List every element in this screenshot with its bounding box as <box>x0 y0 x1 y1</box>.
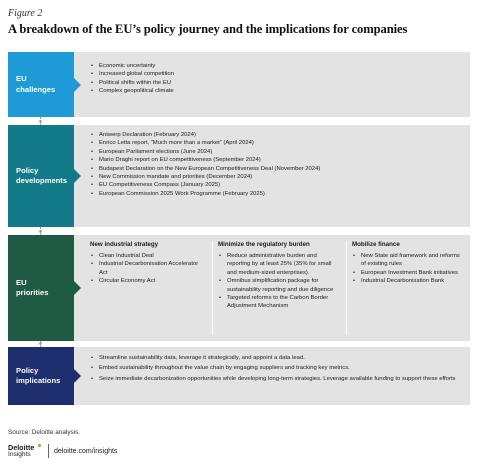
list-item: European Commission 2025 Work Programme … <box>90 190 462 199</box>
challenges-list: Economic uncertainty Increased global co… <box>90 62 462 96</box>
column-heading: Minimize the regulatory burden <box>218 241 310 248</box>
list-item: Seize immediate decarbonization opportun… <box>90 375 462 384</box>
developments-content: Antwerp Declaration (February 2024) Enri… <box>90 131 462 227</box>
implications-content: Streamline sustainability data, leverage… <box>90 354 462 405</box>
label-arrow-icon <box>74 281 81 295</box>
row-label-challenges: EU challenges <box>8 52 81 117</box>
label-line: EU <box>16 277 27 287</box>
row-label-developments: Policy developments <box>8 125 81 227</box>
arrow-down-icon: ▼ <box>37 230 44 236</box>
priority-column-industrial: New industrial strategy Clean Industrial… <box>90 241 205 335</box>
column-heading: New industrial strategy <box>90 241 159 248</box>
list-item: Targeted reforms to the Carbon Border Ad… <box>218 294 339 311</box>
list-item: Clean Industrial Deal <box>90 252 205 261</box>
figure-title: A breakdown of the EU’s policy journey a… <box>8 22 408 36</box>
flow-connector: ▼ <box>37 117 44 126</box>
label-arrow-icon <box>74 77 81 92</box>
arrow-down-icon: ▼ <box>37 120 44 126</box>
list-item: European Parliament elections (June 2024… <box>90 148 462 157</box>
list-item: Reduce administrative burden and reporti… <box>218 252 339 277</box>
label-line: EU <box>16 74 27 84</box>
list-item: Complex geopolitical climate <box>90 87 462 96</box>
list-item: Streamline sustainability data, leverage… <box>90 354 462 363</box>
site-link[interactable]: deloitte.com/insights <box>54 448 118 455</box>
list-item: Mario Draghi report on EU competitivenes… <box>90 156 462 165</box>
list-item: Enrico Letta report, “Much more than a m… <box>90 139 462 148</box>
list-item: Budapest Declaration on the New European… <box>90 165 462 174</box>
column-heading: Mobilize finance <box>352 241 400 248</box>
label-line: Policy <box>16 165 39 175</box>
brand-dot-icon <box>38 444 41 447</box>
brand-logo-text: Deloitte <box>8 443 35 452</box>
row-policy-implications: Policy implications Streamline sustainab… <box>8 347 470 405</box>
list-item: Antwerp Declaration (February 2024) <box>90 131 462 140</box>
label-line: implications <box>16 376 61 385</box>
footer-divider <box>48 444 49 458</box>
list-item: Political shifts within the EU <box>90 79 462 88</box>
footer: Deloitte Insights deloitte.com/insights <box>8 443 208 461</box>
challenges-content: Economic uncertainty Increased global co… <box>90 62 462 117</box>
label-line: challenges <box>16 84 56 94</box>
list-item: Omnibus simplification package for susta… <box>218 277 339 294</box>
list-item: EU Competitiveness Compass (January 2025… <box>90 181 462 190</box>
brand-sub-text: Insights <box>8 451 31 458</box>
flow-connector: ▼ <box>37 341 44 348</box>
column-list: Clean Industrial Deal Industrial Decarbo… <box>90 252 205 286</box>
row-label-implications: Policy implications <box>8 347 81 405</box>
list-item: Circular Economy Act <box>90 277 205 286</box>
flow-connector: ▼ <box>37 227 44 236</box>
column-divider <box>212 241 213 335</box>
list-item: Embed sustainability throughout the valu… <box>90 364 462 373</box>
list-item: Industrial Decarbonisation Accelerator A… <box>90 260 205 277</box>
priorities-content: New industrial strategy Clean Industrial… <box>90 235 462 341</box>
column-list: New State aid framework and reforms of e… <box>352 252 460 286</box>
developments-list: Antwerp Declaration (February 2024) Enri… <box>90 131 462 199</box>
list-item: New Commission mandate and priorities (D… <box>90 173 462 182</box>
figure-label: Figure 2 <box>8 8 43 19</box>
implications-list: Streamline sustainability data, leverage… <box>90 354 462 384</box>
row-eu-priorities: EU priorities New industrial strategy Cl… <box>8 235 470 341</box>
list-item: Industrial Decarbonisation Bank <box>352 277 460 286</box>
list-item: Economic uncertainty <box>90 62 462 71</box>
label-arrow-icon <box>74 369 81 383</box>
label-arrow-icon <box>74 169 81 183</box>
list-item: New State aid framework and reforms of e… <box>352 252 460 269</box>
label-line: Policy <box>16 365 39 375</box>
column-list: Reduce administrative burden and reporti… <box>218 252 339 311</box>
list-item: Increased global competition <box>90 70 462 79</box>
label-line: developments <box>16 176 68 185</box>
priority-column-regulatory: Minimize the regulatory burden Reduce ad… <box>218 241 339 335</box>
source-note: Source: Deloitte analysis. <box>8 429 81 436</box>
column-divider <box>346 241 347 335</box>
list-item: European Investment Bank initiatives <box>352 269 460 278</box>
label-line: priorities <box>16 288 49 297</box>
row-label-priorities: EU priorities <box>8 235 81 341</box>
row-eu-challenges: EU challenges Economic uncertainty Incre… <box>8 52 470 117</box>
arrow-down-icon: ▼ <box>37 342 44 348</box>
priority-column-finance: Mobilize finance New State aid framework… <box>352 241 460 335</box>
row-policy-developments: Policy developments Antwerp Declaration … <box>8 125 470 227</box>
